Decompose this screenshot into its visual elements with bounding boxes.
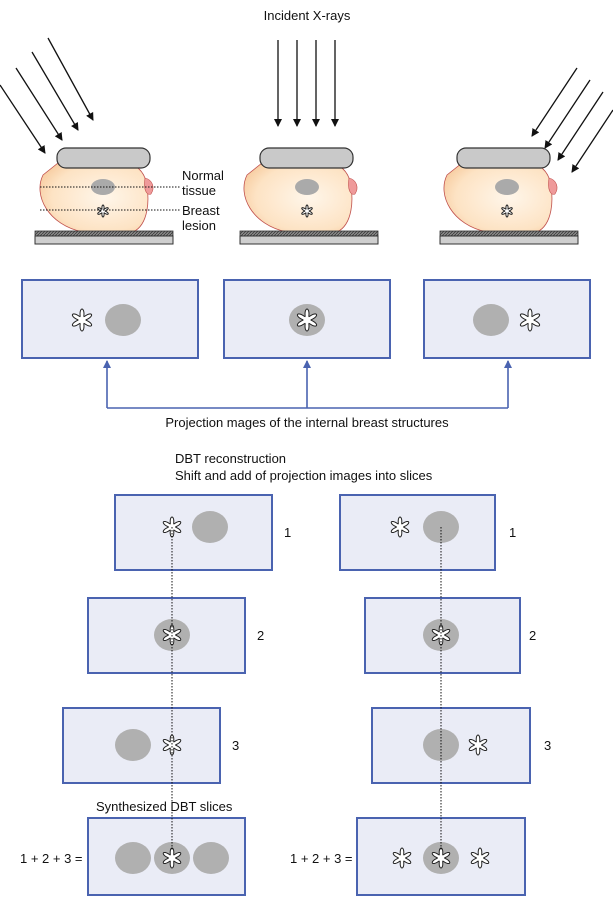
xray-arrows-left	[0, 37, 94, 154]
nipple	[548, 177, 558, 195]
reconstruction-subtitle: Shift and add of projection images into …	[175, 468, 433, 483]
normal-tissue-ellipse	[193, 842, 229, 874]
breast-shape	[443, 162, 553, 233]
synthesized-label: Synthesized DBT slices	[96, 799, 233, 814]
normal-tissue-ellipse	[192, 511, 228, 543]
compression-paddle	[456, 147, 551, 169]
left-slice-number-2: 2	[257, 628, 264, 643]
normal-tissue-ellipse	[495, 179, 519, 195]
lesion-star-icon	[390, 516, 410, 538]
normal-tissue-ellipse	[105, 304, 141, 336]
detector-surface	[239, 230, 379, 237]
normal-tissue-ellipse	[115, 842, 151, 874]
projection-arrows	[103, 360, 512, 409]
compression-setup	[34, 147, 174, 245]
right-slice-number-1: 1	[509, 525, 516, 540]
left-slice-number-1: 1	[284, 525, 291, 540]
detector-plate	[239, 235, 379, 245]
incident-xrays-title: Incident X-rays	[264, 8, 351, 23]
lesion-star-icon	[501, 204, 513, 218]
compression-setup	[239, 147, 379, 245]
right-slice-number-3: 3	[544, 738, 551, 753]
lesion-star-icon	[301, 204, 313, 218]
right-slice-1	[339, 494, 496, 571]
normal-tissue-label-2: tissue	[182, 183, 216, 198]
nipple	[144, 177, 154, 195]
left-sum-label: 1 + 2 + 3 =	[20, 851, 83, 866]
xray-arrows-right	[531, 67, 613, 173]
compression-paddle	[56, 147, 151, 169]
right-slice-number-2: 2	[529, 628, 536, 643]
lesion-star-icon	[431, 847, 451, 869]
nipple	[348, 177, 358, 195]
breast-shape	[243, 162, 353, 233]
xray-arrows-center	[274, 40, 339, 127]
compression-paddle	[259, 147, 354, 169]
breast-lesion-label-2: lesion	[182, 218, 216, 233]
projection-caption: Projection mages of the internal breast …	[165, 415, 449, 430]
right-sum-label: 1 + 2 + 3 =	[290, 851, 353, 866]
breast-shape	[39, 162, 149, 233]
normal-tissue-ellipse	[295, 179, 319, 195]
compression-setup	[439, 147, 579, 245]
detector-plate	[34, 235, 174, 245]
lesion-star-icon	[97, 204, 109, 218]
detector-surface	[34, 230, 174, 237]
normal-tissue-label-1: Normal	[182, 168, 224, 183]
lesion-star-icon	[71, 308, 93, 332]
lesion-star-icon	[296, 308, 318, 332]
left-slice-number-3: 3	[232, 738, 239, 753]
normal-tissue-ellipse	[473, 304, 509, 336]
lesion-star-icon	[468, 734, 488, 756]
breast-lesion-label-1: Breast	[182, 203, 220, 218]
detector-plate	[439, 235, 579, 245]
lesion-star-icon	[519, 308, 541, 332]
lesion-star-icon	[470, 847, 490, 869]
lesion-star-icon	[162, 847, 182, 869]
normal-tissue-ellipse	[115, 729, 151, 761]
lesion-star-icon	[392, 847, 412, 869]
reconstruction-title: DBT reconstruction	[175, 451, 286, 466]
normal-tissue-ellipse	[423, 729, 459, 761]
detector-surface	[439, 230, 579, 237]
